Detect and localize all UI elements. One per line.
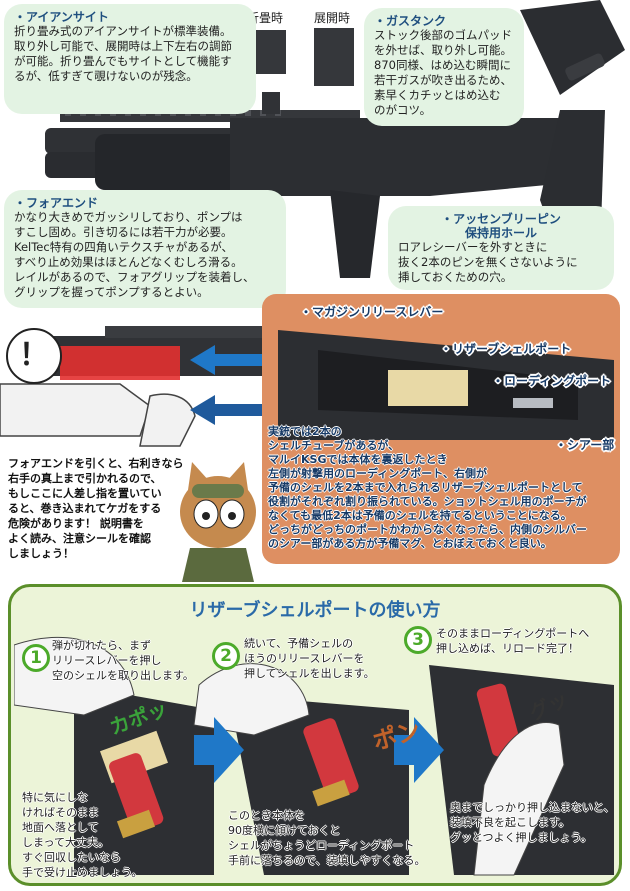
iron-sight-bubble: ・アイアンサイト 折り畳み式のアイアンサイトが標準装備。 取り外し可能で、展開時… (4, 4, 256, 114)
character-illustration (180, 462, 256, 582)
assembly-pin-bubble: ・アッセンブリーピン 保持用ホール ロアレシーバーを外すときに 抜く2本のピンを… (388, 206, 614, 290)
step-3-number: 3 (404, 626, 432, 654)
pull-direction-arrows (190, 345, 265, 425)
iron-sight-title: ・アイアンサイト (14, 10, 109, 24)
note-push: 奥までしっかり押し込まないと、 装填不良を起こします。 グッとつよく押しましょう… (450, 801, 615, 844)
sight-folded-label: 折畳時 (247, 11, 284, 25)
fore-end-text: かなり大きめでガッシリしており、ポンプは すこし固め。引き切るには若干力が必要。… (14, 210, 255, 299)
step-1-number: 1 (22, 644, 50, 672)
shotgun-illustration (45, 0, 625, 278)
gas-tank-title: ・ガスタンク (374, 14, 447, 28)
step-2-text: 続いて、予備シェルの ほうのリリースレバーを 押してシェルを出します。 (244, 637, 375, 680)
assembly-pin-text: ロアレシーバーを外すときに 抜く2本のピンを無くさないように 挿しておくための穴… (398, 240, 578, 284)
gas-tank-bubble: ・ガスタンク ストック後部のゴムパッド を外せば、取り外し可能。 870同様、は… (364, 8, 524, 126)
steps-illustration (14, 636, 614, 876)
hand-illustration (0, 326, 290, 447)
sight-deployed-label: 展開時 (314, 11, 351, 25)
reserve-port-label: ・リザーブシェルポート (440, 342, 572, 356)
fore-end-bubble: ・フォアエンド かなり大きめでガッシリしており、ポンプは すこし固め。引き切るに… (4, 190, 286, 308)
note-drop: 特に気にしな ければそのまま 地面へ落として しまって大丈夫。 すぐ回収したいな… (22, 791, 143, 879)
fore-end-title: ・フォアエンド (14, 196, 99, 210)
step-3-text: そのままローディングポートへ 押し込めば、リロード完了！ (436, 627, 590, 655)
step-1-text: 弾が切れたら、まず リリースレバーを押し 空のシェルを取り出します。 (52, 639, 194, 682)
step-2-number: 2 (212, 642, 240, 670)
gas-tank-text: ストック後部のゴムパッド を外せば、取り外し可能。 870同様、はめ込む瞬間に … (374, 28, 512, 117)
receiver-note: 実銃では2本の シェルチューブがあるが、 マルイKSGでは本体を裏返したとき 左… (268, 425, 587, 550)
sear-label: ・シアー部 (555, 438, 615, 452)
assembly-pin-title: ・アッセンブリーピン 保持用ホール (441, 212, 561, 240)
receiver-photo (278, 330, 614, 440)
loading-port-label: ・ローディングポート (492, 374, 612, 388)
note-tilt: このとき本体を 90度横に傾けておくと シェルがちょうどローディングポート 手前… (228, 809, 426, 867)
iron-sight-text: 折り畳み式のアイアンサイトが標準装備。 取り外し可能で、展開時は上下左右の調節 … (14, 24, 233, 83)
warning-text: フォアエンドを引くと、右利きなら 右手の真上まで引かれるので、 もしここに人差し… (8, 457, 184, 560)
mag-release-label: ・マガジンリリースレバー (300, 305, 444, 319)
warning-exclaim-bubble: ！ (6, 328, 62, 384)
section-title: リザーブシェルポートの使い方 (189, 600, 441, 621)
